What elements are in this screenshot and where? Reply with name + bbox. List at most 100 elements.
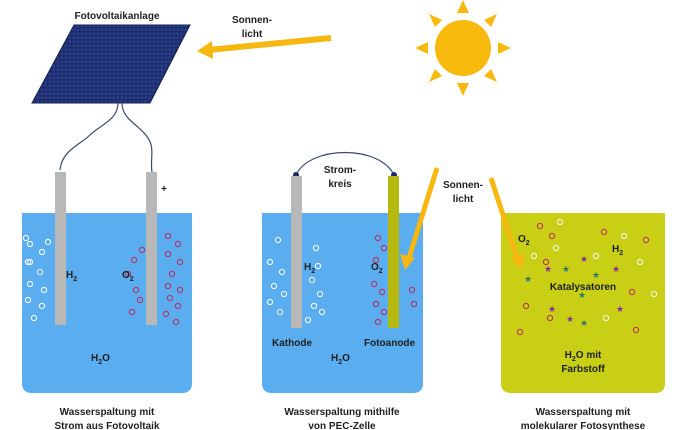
- pv-title: Fotovoltaikanlage: [74, 11, 159, 22]
- electrode-anode-1: [146, 172, 157, 325]
- sunlight-arrow-dye: [488, 177, 520, 259]
- o2-bubble: [138, 246, 146, 254]
- caption-1-line1: Wasserspaltung mit: [60, 407, 155, 418]
- catalyst-star: ★: [544, 265, 552, 275]
- sunlight-mid-line1: Sonnen-: [443, 180, 483, 191]
- bubble: [642, 236, 650, 244]
- o2-bubble: [132, 286, 140, 294]
- h2-bubble: [38, 302, 46, 310]
- b3-h2-label: H2: [612, 244, 623, 257]
- o2-bubble: [374, 234, 382, 242]
- h2-bubble: [318, 308, 326, 316]
- caption-3-line1: Wasserspaltung mit: [536, 407, 631, 418]
- bubble: [620, 232, 628, 240]
- sunlight-arrow-top: [207, 35, 332, 53]
- caption-2-line1: Wasserspaltung mithilfe: [284, 407, 400, 418]
- o2-bubble: [380, 244, 388, 252]
- bubbles-3: [516, 218, 658, 336]
- bubble: [546, 314, 554, 322]
- bubble: [548, 232, 556, 240]
- bubble: [530, 252, 538, 260]
- o2-bubble: [370, 280, 378, 288]
- bubble: [602, 314, 610, 322]
- o2-bubble: [168, 270, 176, 278]
- b2-o2-label: O2: [371, 262, 383, 275]
- h2-bubble: [30, 314, 38, 322]
- o2-bubble: [174, 302, 182, 310]
- sun-icon: [415, 0, 511, 96]
- sunlight-arrow-pec-head: [400, 254, 415, 270]
- b3-water-line1: H2O mit: [565, 350, 602, 363]
- o2-bubble: [164, 250, 172, 258]
- bubble: [522, 302, 530, 310]
- h2-bubble: [38, 248, 46, 256]
- h2-bubble: [308, 276, 316, 284]
- o2-bubble: [176, 258, 184, 266]
- h2-bubble: [266, 298, 274, 306]
- b2-water-label: H2O: [331, 353, 350, 366]
- o2-bubble: [174, 240, 182, 248]
- h2-bubble: [278, 268, 286, 276]
- caption-3-line2: molekularer Fotosynthese: [521, 421, 646, 430]
- b3-water-line2: Farbstoff: [561, 364, 605, 375]
- o2-bubble: [166, 294, 174, 302]
- o2-bubbles-1: [124, 232, 184, 326]
- o2-bubble: [124, 270, 132, 278]
- catalyst-star: ★: [612, 265, 620, 275]
- solar-panel: [31, 24, 191, 104]
- h2-bubble: [304, 316, 312, 324]
- h2-bubble: [22, 234, 30, 242]
- beaker-3-dye: [501, 213, 665, 393]
- b1-o2-label: O2: [122, 270, 134, 283]
- o2-bubble: [378, 288, 386, 296]
- cathode-label: Kathode: [272, 338, 312, 349]
- o2-bubble: [164, 282, 172, 290]
- b3-o2-label: O2: [518, 234, 530, 247]
- sunlight-arrow-pec: [406, 167, 440, 259]
- bubble: [600, 228, 608, 236]
- h2-bubble: [24, 296, 32, 304]
- caption-1-line2: Strom aus Fotovoltaik: [54, 421, 159, 430]
- o2-bubble: [130, 256, 138, 264]
- o2-bubble: [172, 318, 180, 326]
- bubble: [592, 252, 600, 260]
- h2-bubble: [24, 258, 32, 266]
- bubble: [636, 258, 644, 266]
- beaker-2-water: [262, 213, 423, 393]
- wire-minus: [59, 102, 119, 171]
- o2-bubbles-2: [370, 234, 418, 326]
- catalysts-label: Katalysatoren: [550, 282, 616, 293]
- bubble: [542, 258, 550, 266]
- o2-bubble: [408, 286, 416, 294]
- catalyst-star: ★: [592, 271, 600, 281]
- h2-bubble: [274, 236, 282, 244]
- bubble: [516, 328, 524, 336]
- h2-bubble: [312, 244, 320, 252]
- bubble: [650, 290, 658, 298]
- plus-label: +: [161, 184, 167, 195]
- wire-plus: [121, 102, 153, 173]
- h2-bubble: [316, 290, 324, 298]
- electrode-cathode-2: [291, 176, 302, 328]
- h2-bubble: [26, 258, 34, 266]
- catalyst-star: ★: [580, 255, 588, 265]
- bubble: [556, 218, 564, 226]
- h2-bubble: [310, 302, 318, 310]
- photoanode-label: Fotoanode: [364, 338, 416, 349]
- catalyst-star: ★: [578, 291, 586, 301]
- catalyst-star: ★: [566, 315, 574, 325]
- h2-bubble: [26, 280, 34, 288]
- strom-line1: Strom-: [324, 165, 356, 176]
- sunlight-arrow-dye-head: [510, 254, 525, 270]
- catalyst-star: ★: [580, 319, 588, 329]
- bubble: [632, 326, 640, 334]
- h2-bubble: [44, 238, 52, 246]
- bubble: [628, 288, 636, 296]
- sunlight-top-line1: Sonnen-: [232, 15, 272, 26]
- b1-h2-label: H2: [66, 270, 77, 283]
- bubble: [536, 222, 544, 230]
- bubble: [552, 244, 560, 252]
- caption-2-line2: von PEC-Zelle: [308, 421, 376, 430]
- h2-bubble: [276, 308, 284, 316]
